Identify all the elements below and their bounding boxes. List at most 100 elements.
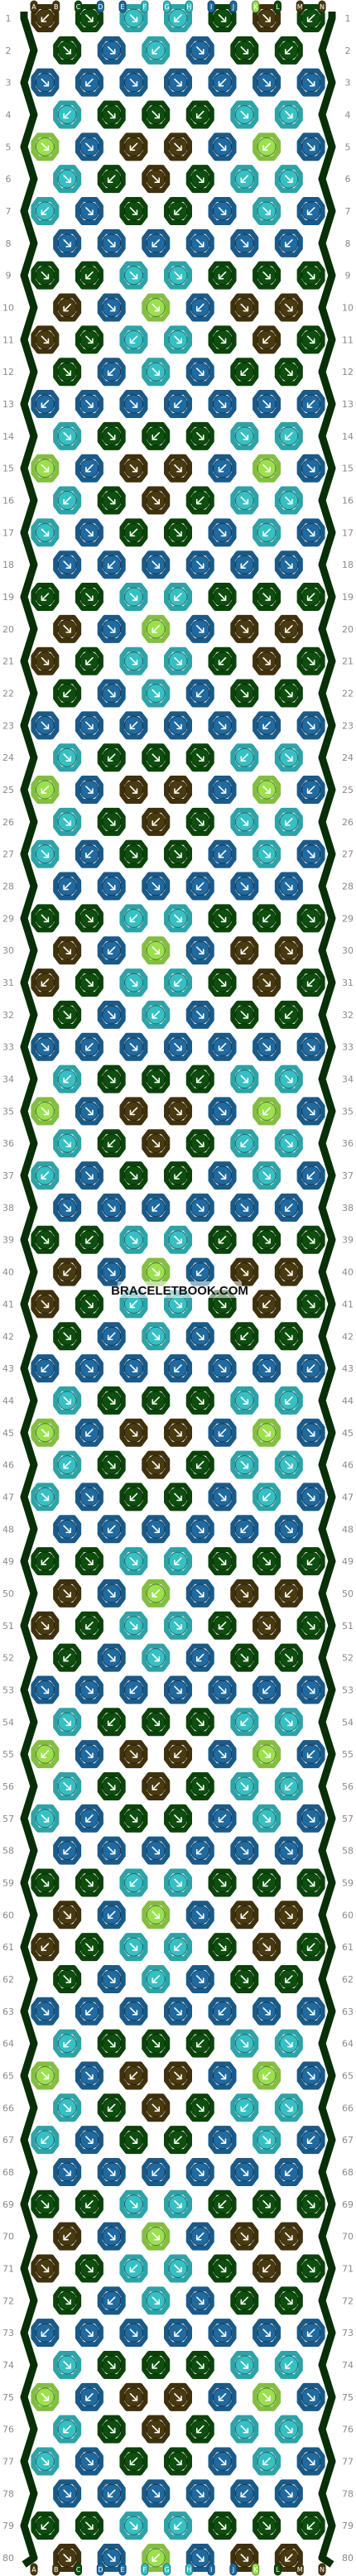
string-marker <box>52 2563 60 2576</box>
knot-strand <box>142 1257 171 1286</box>
knot-arrow-icon <box>85 2521 94 2530</box>
knot-strand <box>53 2350 82 2379</box>
knot-arrow-icon <box>218 2007 227 2016</box>
knot-strand <box>230 100 259 129</box>
knot-strand <box>230 1386 259 1415</box>
knot-strand <box>164 2382 192 2411</box>
knot-arrow-icon <box>85 335 94 344</box>
knot-strand <box>253 646 281 675</box>
knot-strand <box>142 2286 171 2315</box>
knot-arrow-icon <box>174 1364 182 1372</box>
knot-strand <box>31 1547 60 1576</box>
knot-arrow-icon <box>218 335 227 344</box>
row-number-left: 43 <box>2 1363 14 1374</box>
knot-strand <box>185 1579 214 1608</box>
knot-arrow-icon <box>174 656 182 666</box>
row-number-left: 40 <box>2 1267 14 1278</box>
knot-arrow-icon <box>306 1814 315 1823</box>
knot-strand <box>296 2447 325 2476</box>
knot-arrow-icon <box>195 2425 204 2434</box>
knot-strand <box>296 68 325 97</box>
knot-strand <box>274 228 303 257</box>
knot-arrow-icon <box>306 400 315 408</box>
knot-strand <box>253 325 281 354</box>
knot-strand <box>53 1257 82 1286</box>
knot-arrow-icon <box>262 78 271 87</box>
knot-strand <box>164 839 192 868</box>
knot-arrow-icon <box>174 721 182 730</box>
knot-arrow-icon <box>240 2425 249 2434</box>
knot-arrow-icon <box>129 2136 138 2144</box>
knot-strand <box>253 1290 281 1319</box>
row-number-right: 60 <box>342 1910 354 1920</box>
knot-strand <box>119 1225 148 1254</box>
knot-arrow-icon <box>218 914 227 923</box>
knot-arrow-icon <box>63 560 71 570</box>
row-number-right: 80 <box>342 2553 354 2564</box>
knot-arrow-icon <box>174 1943 182 1951</box>
knot-arrow-icon <box>41 1364 50 1372</box>
knot-arrow-icon <box>85 914 94 923</box>
knot-strand <box>119 1097 148 1126</box>
knot-arrow-icon <box>285 1267 293 1276</box>
row-number-right: 21 <box>342 656 354 667</box>
knot-arrow-icon <box>285 946 293 955</box>
row-number-left: 41 <box>2 1299 14 1310</box>
knot-strand <box>142 1771 171 1800</box>
row-number-right: 22 <box>342 689 354 699</box>
knot-strand <box>75 1225 103 1254</box>
row-number-right: 4 <box>345 110 351 121</box>
row-number-right: 13 <box>342 399 354 410</box>
knot-strand <box>208 2511 237 2540</box>
string-letter: M <box>297 3 303 11</box>
knot-strand <box>253 518 281 547</box>
knot-arrow-icon <box>240 46 249 55</box>
knot-arrow-icon <box>107 110 116 119</box>
row-number-left: 9 <box>6 271 12 281</box>
knot-arrow-icon <box>240 1139 249 1148</box>
knot-arrow-icon <box>107 2361 116 2369</box>
knot-arrow-icon <box>262 1492 271 1502</box>
string-marker <box>318 2563 326 2576</box>
knot-arrow-icon <box>129 978 138 987</box>
knot-strand <box>53 2479 82 2508</box>
knot-arrow-icon <box>306 14 315 22</box>
knot-strand <box>31 1933 60 1962</box>
knot-arrow-icon <box>85 1621 94 1630</box>
knot-arrow-icon <box>107 1139 116 1148</box>
knot-strand <box>208 968 237 997</box>
knot-strand <box>53 1708 82 1737</box>
knot-strand <box>296 1740 325 1769</box>
row-number-right: 45 <box>342 1428 354 1439</box>
knot-arrow-icon <box>41 78 50 87</box>
knot-strand <box>164 132 192 161</box>
knot-arrow-icon <box>195 368 204 376</box>
knot-arrow-icon <box>174 1171 182 1180</box>
string-marker <box>273 0 281 13</box>
knot-strand <box>75 2382 103 2411</box>
knot-arrow-icon <box>107 239 116 248</box>
knot-arrow-icon <box>240 1910 249 1920</box>
knot-strand <box>164 1611 192 1640</box>
knot-arrow-icon <box>218 2200 227 2208</box>
knot-arrow-icon <box>63 946 71 955</box>
knot-arrow-icon <box>285 368 293 376</box>
knot-arrow-icon <box>285 239 293 248</box>
row-number-left: 37 <box>2 1170 14 1181</box>
knot-arrow-icon <box>85 1750 94 1758</box>
row-number-left: 12 <box>2 367 14 377</box>
knot-arrow-icon <box>195 2489 204 2498</box>
knot-arrow-icon <box>107 1525 116 1534</box>
knot-arrow-icon <box>63 1267 71 1276</box>
knot-strand <box>208 132 237 161</box>
knot-strand <box>253 2447 281 2476</box>
string-marker <box>273 2563 281 2576</box>
row-number-right: 49 <box>342 1556 354 1567</box>
knot-strand <box>142 614 171 643</box>
knot-arrow-icon <box>174 1621 182 1630</box>
knot-arrow-icon <box>129 400 138 408</box>
knot-strand <box>296 1933 325 1962</box>
knot-arrow-icon <box>240 1074 249 1084</box>
knot-arrow-icon <box>240 1525 249 1534</box>
